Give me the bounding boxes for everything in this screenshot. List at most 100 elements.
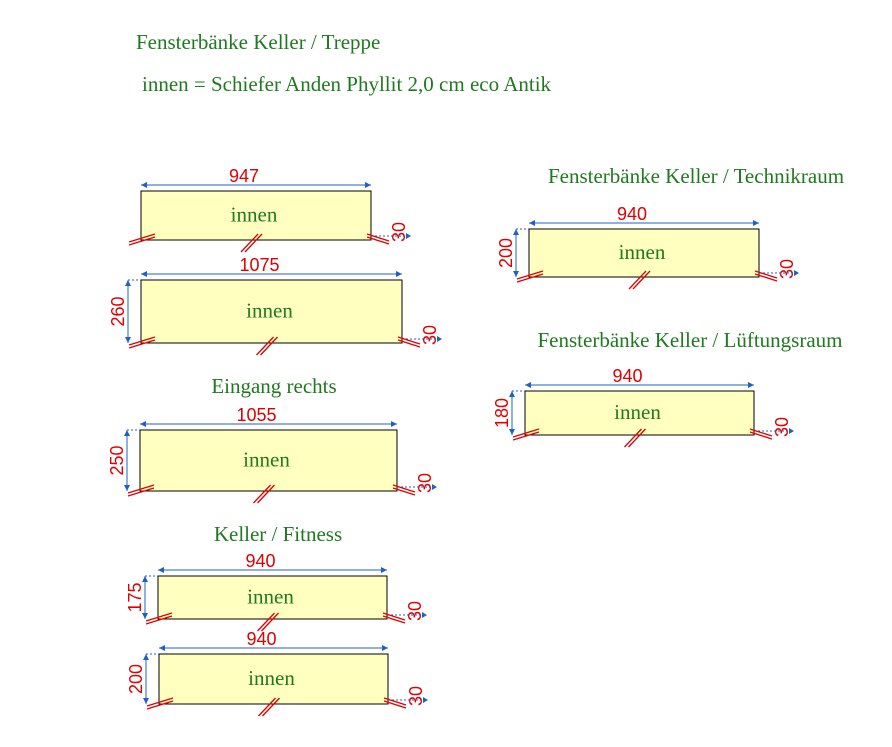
sill-label: innen [248, 666, 295, 690]
dimension-arrow [513, 229, 519, 235]
dimension-arrow [143, 654, 149, 660]
dimension-arrow [422, 612, 427, 618]
width-dimension: 1075 [239, 255, 279, 275]
wall-hatch-mark [127, 487, 155, 497]
dimension-arrow [513, 271, 519, 277]
dimension-arrow [158, 567, 164, 573]
dimension-arrow [381, 567, 387, 573]
depth-dimension: 180 [492, 398, 512, 428]
dimension-arrow [437, 336, 442, 342]
wall-hatch-mark [128, 339, 156, 349]
wall-hatch-mark [366, 233, 390, 242]
wall-hatch-mark [382, 615, 406, 624]
wall-hatch-mark [512, 431, 540, 441]
wall-hatch-mark [146, 697, 174, 707]
wall-hatch-mark [240, 233, 259, 253]
dimension-arrow [124, 485, 130, 491]
wall-hatch-mark [128, 336, 156, 346]
wall-hatch-mark [749, 428, 773, 437]
dimension-arrow [365, 182, 371, 188]
group-heading-technik: Fensterbänke Keller / Technikraum [548, 164, 844, 188]
wall-hatch-mark [256, 336, 274, 356]
wall-hatch-mark [754, 273, 778, 282]
dimension-arrow [509, 429, 515, 435]
wall-hatch-mark [632, 270, 651, 290]
wall-hatch-mark [392, 484, 416, 493]
dimension-arrow [525, 382, 531, 388]
wall-hatch-mark [397, 336, 421, 345]
depth-dimension: 260 [108, 296, 128, 326]
thickness-dimension: 30 [406, 686, 426, 706]
sill-label: innen [619, 240, 666, 264]
group-heading-lueftung: Fensterbänke Keller / Lüftungsraum [538, 328, 843, 352]
wall-hatch-mark [366, 236, 390, 245]
wall-hatch-mark [261, 612, 279, 632]
dimension-arrow [159, 645, 165, 651]
window-sill-pieces: innen94730innen107526030innen105525030in… [107, 166, 799, 717]
wall-hatch-mark [383, 697, 407, 706]
sill-panel [140, 279, 403, 344]
dimension-arrow [141, 182, 147, 188]
dimension-arrow [382, 645, 388, 651]
depth-dimension: 200 [126, 664, 146, 694]
thickness-dimension: 30 [389, 222, 409, 242]
wall-hatch-mark [628, 270, 647, 290]
wall-hatch-mark [392, 487, 416, 496]
dimension-arrow [406, 233, 411, 239]
wall-hatch-mark [624, 428, 642, 448]
width-dimension: 940 [246, 629, 276, 649]
sill-label: innen [614, 400, 661, 424]
dimension-arrow [143, 698, 149, 704]
dimension-arrow [124, 430, 130, 436]
wall-hatch-mark [516, 273, 544, 283]
page-title: Fensterbänke Keller / Treppe [136, 30, 380, 54]
dimension-arrow [748, 382, 754, 388]
width-dimension: 940 [245, 551, 275, 571]
wall-hatch-mark [128, 233, 156, 243]
sill-panel [157, 575, 388, 620]
dimension-arrow [142, 613, 148, 619]
wall-hatch-mark [516, 270, 544, 280]
sill-label: innen [231, 203, 278, 227]
wall-hatch-mark [749, 431, 773, 440]
depth-dimension: 175 [125, 582, 145, 612]
dimension-arrow [142, 576, 148, 582]
wall-hatch-mark [397, 339, 421, 348]
wall-hatch-mark [253, 484, 271, 504]
material-note: innen = Schiefer Anden Phyllit 2,0 cm ec… [142, 72, 552, 96]
wall-hatch-mark [257, 484, 275, 504]
dimension-arrow [423, 697, 428, 703]
wall-hatch-mark [382, 612, 406, 621]
dimension-arrow [125, 337, 131, 343]
dimension-arrow [125, 280, 131, 286]
group-heading-fitness: Keller / Fitness [214, 522, 342, 546]
wall-hatch-mark [145, 615, 173, 625]
wall-hatch-mark [258, 697, 276, 717]
dimension-arrow [391, 421, 397, 427]
dimension-arrow [432, 484, 437, 490]
wall-hatch-mark [128, 236, 156, 246]
wall-hatch-mark [244, 233, 263, 253]
dimension-arrow [140, 421, 146, 427]
wall-hatch-mark [754, 270, 778, 279]
sill-panel [139, 429, 398, 492]
thickness-dimension: 30 [420, 325, 440, 345]
wall-hatch-mark [127, 484, 155, 494]
depth-dimension: 200 [496, 238, 516, 268]
wall-hatch-mark [262, 697, 280, 717]
wall-hatch-mark [383, 700, 407, 709]
wall-hatch-mark [628, 428, 646, 448]
depth-dimension: 250 [107, 445, 127, 475]
dimension-arrow [794, 270, 799, 276]
wall-hatch-mark [260, 336, 278, 356]
sill-panel [158, 653, 389, 705]
sill-label: innen [243, 448, 290, 472]
wall-hatch-mark [146, 700, 174, 710]
dimension-arrow [753, 220, 759, 226]
